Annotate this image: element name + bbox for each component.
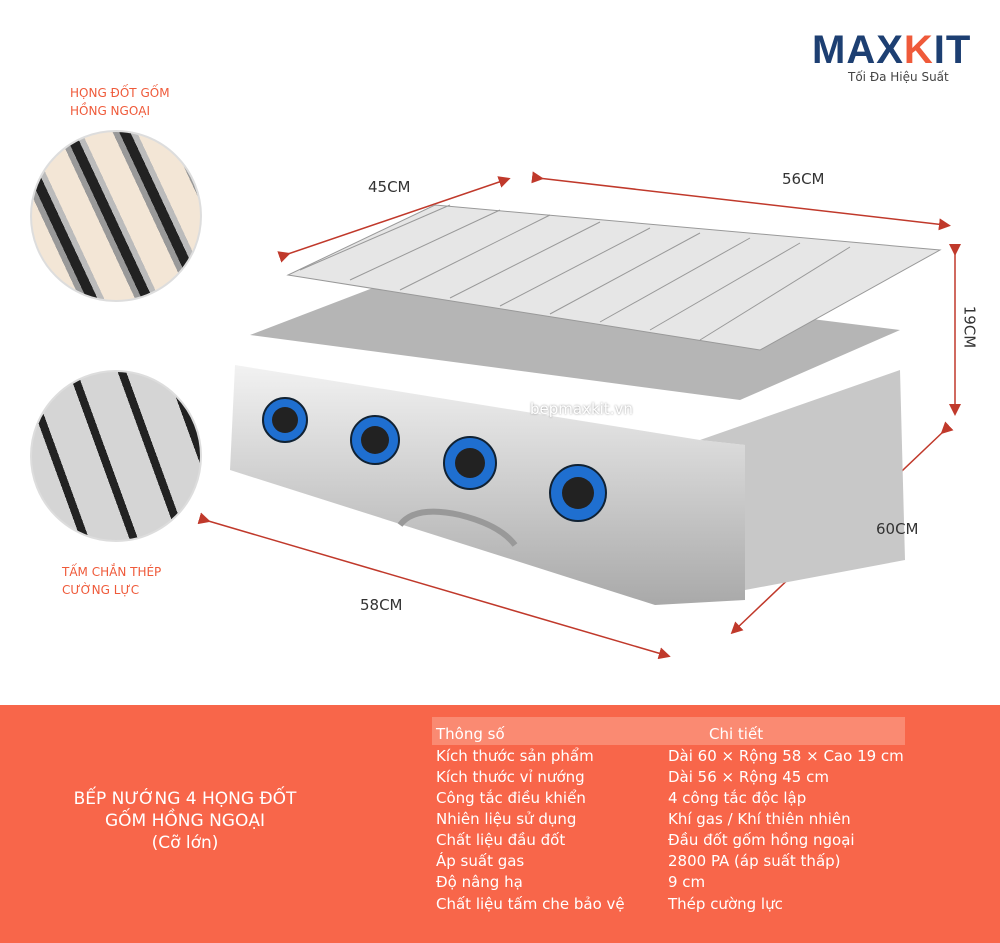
dim-height: 19CM [960, 305, 979, 349]
brand-logo: MAXKIT [812, 30, 971, 70]
table-row: Độ nâng hạ 9 cm [436, 873, 916, 894]
row-param: Độ nâng hạ [436, 873, 523, 891]
callout-line: HỌNG ĐỐT GỐM [70, 86, 170, 100]
grill-side [700, 370, 905, 590]
dim-grill-width: 45CM [368, 178, 411, 196]
row-param: Chất liệu tấm che bảo vệ [436, 895, 625, 913]
burner-closeup-image [30, 130, 202, 302]
table-row: Áp suất gas 2800 PA (áp suất thấp) [436, 852, 916, 873]
header-detail: Chi tiết [709, 725, 764, 743]
callout-line: TẤM CHẮN THÉP [62, 565, 162, 579]
header-param: Thông số [436, 725, 505, 743]
callout-line: CƯỜNG LỰC [62, 583, 140, 597]
table-row: Kích thước sản phẩm Dài 60 × Rộng 58 × Ca… [436, 747, 916, 768]
logo-text-end: IT [933, 28, 972, 72]
burner-callout: HỌNG ĐỐT GỐM HỒNG NGOẠI [70, 84, 170, 120]
spec-table-header: Thông số Chi tiết [432, 717, 905, 745]
grill-grate [286, 204, 942, 351]
title-line: (Cỡ lớn) [151, 833, 219, 853]
tray-handle [397, 508, 518, 547]
grill-illustration [197, 171, 961, 660]
row-value: Thép cường lực [668, 895, 783, 913]
title-line: BẾP NƯỚNG 4 HỌNG ĐỐT [73, 789, 297, 809]
row-value: Đầu đốt gốm hồng ngoại [668, 831, 855, 849]
watermark: bepmaxkit.vn [530, 400, 633, 418]
logo-text: MAX [812, 28, 904, 72]
title-line: GỐM HỒNG NGOẠI [105, 811, 265, 831]
row-param: Kích thước vỉ nướng [436, 768, 585, 786]
row-param: Nhiên liệu sử dụng [436, 810, 577, 828]
callout-line: HỒNG NGOẠI [70, 104, 151, 118]
shield-callout: TẤM CHẮN THÉP CƯỜNG LỰC [62, 563, 161, 599]
logo-accent: K [903, 28, 934, 72]
table-row: Kích thước vỉ nướng Dài 56 × Rộng 45 cm [436, 768, 916, 789]
row-value: 4 công tắc độc lập [668, 789, 807, 807]
brand-tagline: Tối Đa Hiệu Suất [848, 70, 949, 84]
table-row: Nhiên liệu sử dụng Khí gas / Khí thiên nh… [436, 810, 916, 831]
row-param: Công tắc điều khiển [436, 789, 586, 807]
table-row: Chất liệu tấm che bảo vệ Thép cường lực [436, 895, 916, 916]
row-value: 2800 PA (áp suất thấp) [668, 852, 841, 870]
row-value: Dài 56 × Rộng 45 cm [668, 768, 829, 786]
shield-closeup-image [30, 370, 202, 542]
dim-grill-length: 56CM [782, 170, 825, 188]
table-row: Công tắc điều khiển 4 công tắc độc lập [436, 789, 916, 810]
grill-body [230, 365, 745, 605]
dim-depth: 60CM [876, 520, 919, 538]
row-value: Dài 60 × Rộng 58 × Cao 19 cm [668, 747, 904, 765]
grill-tray [250, 270, 900, 400]
row-value: 9 cm [668, 873, 706, 891]
dim-width: 58CM [360, 596, 403, 614]
row-value: Khí gas / Khí thiên nhiên [668, 810, 851, 828]
row-param: Kích thước sản phẩm [436, 747, 594, 765]
table-row: Chất liệu đầu đốt Đầu đốt gốm hồng ngoại [436, 831, 916, 852]
row-param: Áp suất gas [436, 852, 525, 870]
row-param: Chất liệu đầu đốt [436, 831, 566, 849]
